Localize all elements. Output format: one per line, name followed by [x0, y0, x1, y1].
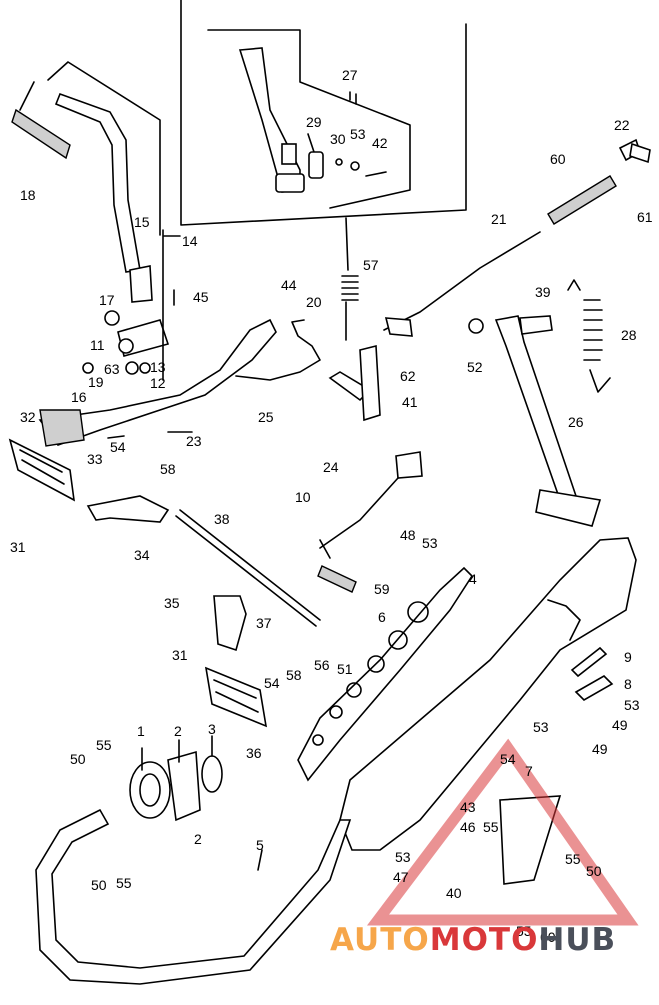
part-label: 10: [295, 489, 311, 505]
part-label: 12: [150, 375, 166, 391]
part-label: 50: [586, 863, 602, 879]
watermark-text-moto: MOTO: [429, 922, 539, 958]
part-label: 56: [314, 657, 330, 673]
part-label: 22: [614, 117, 630, 133]
part-label: 55: [96, 737, 112, 753]
part-label: 31: [172, 647, 188, 663]
part-label: 58: [286, 667, 302, 683]
part-label: 35: [164, 595, 180, 611]
part-label: 17: [99, 292, 115, 308]
part-label: 55: [483, 819, 499, 835]
part-label: 4: [469, 571, 477, 587]
watermark-text-auto: AUTO: [330, 922, 430, 958]
part-label: 3: [208, 721, 216, 737]
part-label: 37: [256, 615, 272, 631]
part-label: 16: [71, 389, 87, 405]
part-label: 49: [592, 741, 608, 757]
part-label: 11: [90, 337, 105, 353]
inset-frame-inner: [207, 29, 411, 209]
part-label: 45: [193, 289, 209, 305]
part-label: 26: [568, 414, 584, 430]
part-label: 38: [214, 511, 230, 527]
part-label: 54: [110, 439, 126, 455]
part-label: 5: [256, 837, 264, 853]
watermark-text-hub: HUB: [538, 922, 617, 958]
part-label: 62: [400, 368, 416, 384]
part-label: 39: [535, 284, 551, 300]
part-label: 9: [624, 649, 632, 665]
part-label: 44: [281, 277, 297, 293]
part-label: 40: [446, 885, 462, 901]
part-label: 28: [621, 327, 637, 343]
part-label: 20: [306, 294, 322, 310]
part-label: 58: [160, 461, 176, 477]
part-label: 13: [150, 359, 166, 375]
part-label: 53: [422, 535, 438, 551]
part-label: 53: [624, 697, 640, 713]
part-label: 34: [134, 547, 150, 563]
part-label: 54: [500, 751, 516, 767]
part-label: 57: [363, 257, 379, 273]
part-label: 2: [174, 723, 182, 739]
part-label: 33: [87, 451, 103, 467]
part-label: 42: [372, 135, 388, 151]
part-label: 30: [330, 131, 346, 147]
part-label: 59: [374, 581, 390, 597]
part-label: 51: [337, 661, 353, 677]
part-label: 14: [182, 233, 198, 249]
part-label: 53: [395, 849, 411, 865]
part-label: 55: [565, 851, 581, 867]
part-label: 18: [20, 187, 36, 203]
watermark-triangle: [366, 738, 639, 926]
part-label: 46: [460, 819, 476, 835]
part-label: 21: [491, 211, 507, 227]
part-label: 29: [306, 114, 322, 130]
inset-frame: [180, 0, 467, 226]
part-label: 19: [88, 374, 104, 390]
part-label: 36: [246, 745, 262, 761]
part-label: 6: [378, 609, 386, 625]
part-label: 60: [550, 151, 566, 167]
part-label: 8: [624, 676, 632, 692]
part-label: 53: [533, 719, 549, 735]
part-label: 41: [402, 394, 418, 410]
part-label: 52: [467, 359, 483, 375]
part-label: 23: [186, 433, 202, 449]
part-label: 53: [350, 126, 366, 142]
part-label: 50: [70, 751, 86, 767]
side-stand-27: [238, 47, 305, 193]
part-label: 31: [10, 539, 26, 555]
part-label: 54: [264, 675, 280, 691]
part-label: 1: [137, 723, 145, 739]
part-label: 48: [400, 527, 416, 543]
part-label: 61: [637, 209, 653, 225]
part-label: 55: [516, 923, 532, 939]
part-label: 15: [134, 214, 150, 230]
part-label: 47: [393, 869, 409, 885]
part-label: 24: [323, 459, 339, 475]
part-label: 60: [540, 929, 556, 945]
part-label: 2: [194, 831, 202, 847]
part-label: 50: [91, 877, 107, 893]
part-label: 43: [460, 799, 476, 815]
watermark-logo: AUTOMOTOHUB: [330, 922, 616, 958]
part-label: 32: [20, 409, 36, 425]
kick-pedal-18: [11, 108, 71, 160]
part-label: 49: [612, 717, 628, 733]
part-label: 27: [342, 67, 358, 83]
part-label: 55: [116, 875, 132, 891]
part-label: 63: [104, 361, 120, 377]
part-label: 25: [258, 409, 274, 425]
part-label: 7: [525, 763, 533, 779]
